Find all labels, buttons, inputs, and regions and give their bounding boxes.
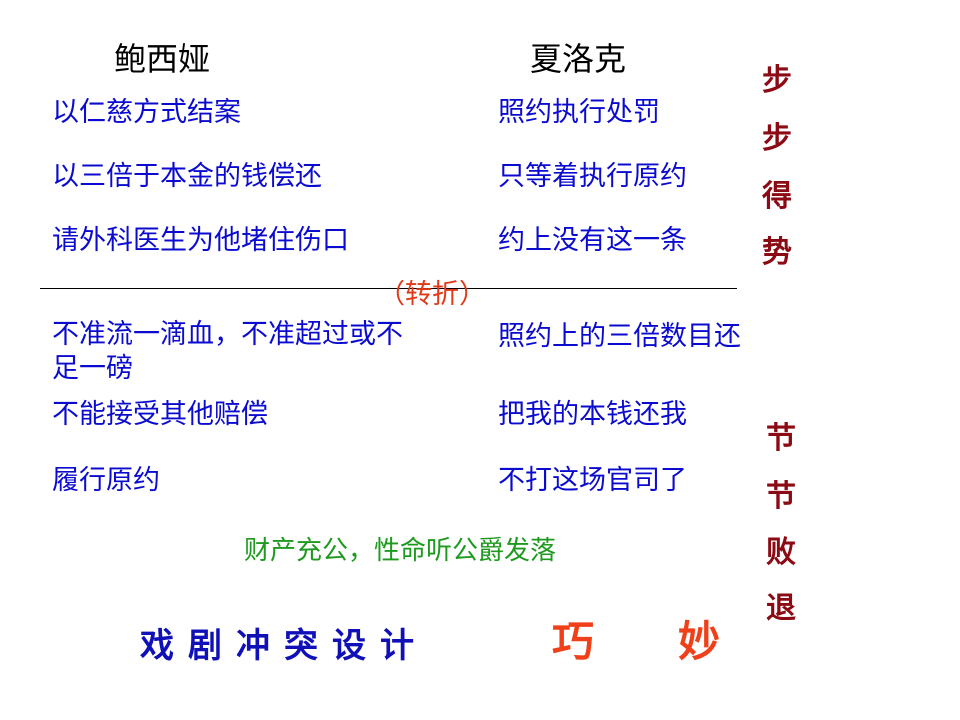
- turning-divider: [40, 288, 737, 289]
- portia-row-4: 不准流一滴血，不准超过或不足一磅: [52, 319, 403, 384]
- side-label-bottom-3: 败: [766, 535, 796, 570]
- shylock-row-1: 照约执行处罚: [498, 97, 660, 128]
- portia-row-3: 请外科医生为他堵住伤口: [52, 225, 349, 256]
- side-label-top-4: 势: [762, 235, 792, 270]
- conclusion-text: 戏剧冲突设计: [140, 626, 428, 666]
- side-label-top-2: 步: [762, 121, 792, 156]
- shylock-row-5: 把我的本钱还我: [498, 399, 687, 430]
- shylock-row-4: 照约上的三倍数目还: [498, 321, 741, 352]
- shylock-row-6: 不打这场官司了: [498, 465, 687, 496]
- shylock-row-3: 约上没有这一条: [498, 225, 687, 256]
- header-shylock: 夏洛克: [530, 40, 627, 78]
- portia-row-6: 履行原约: [52, 465, 160, 496]
- summary-text: 财产充公，性命听公爵发落: [244, 536, 557, 566]
- side-label-top-3: 得: [762, 179, 792, 214]
- side-label-bottom-4: 退: [766, 591, 796, 626]
- conclusion-emphasis-1: 巧: [552, 617, 595, 666]
- portia-row-5: 不能接受其他赔偿: [52, 399, 268, 430]
- shylock-row-2: 只等着执行原约: [498, 161, 687, 192]
- turning-point-label: （转折）: [378, 279, 486, 310]
- portia-row-1: 以仁慈方式结案: [52, 97, 241, 128]
- side-label-bottom-1: 节: [766, 421, 796, 456]
- conclusion-emphasis-2: 妙: [678, 617, 721, 666]
- header-portia: 鲍西娅: [114, 40, 211, 78]
- portia-row-2: 以三倍于本金的钱偿还: [52, 161, 322, 192]
- side-label-bottom-2: 节: [766, 479, 796, 514]
- side-label-top-1: 步: [762, 63, 792, 98]
